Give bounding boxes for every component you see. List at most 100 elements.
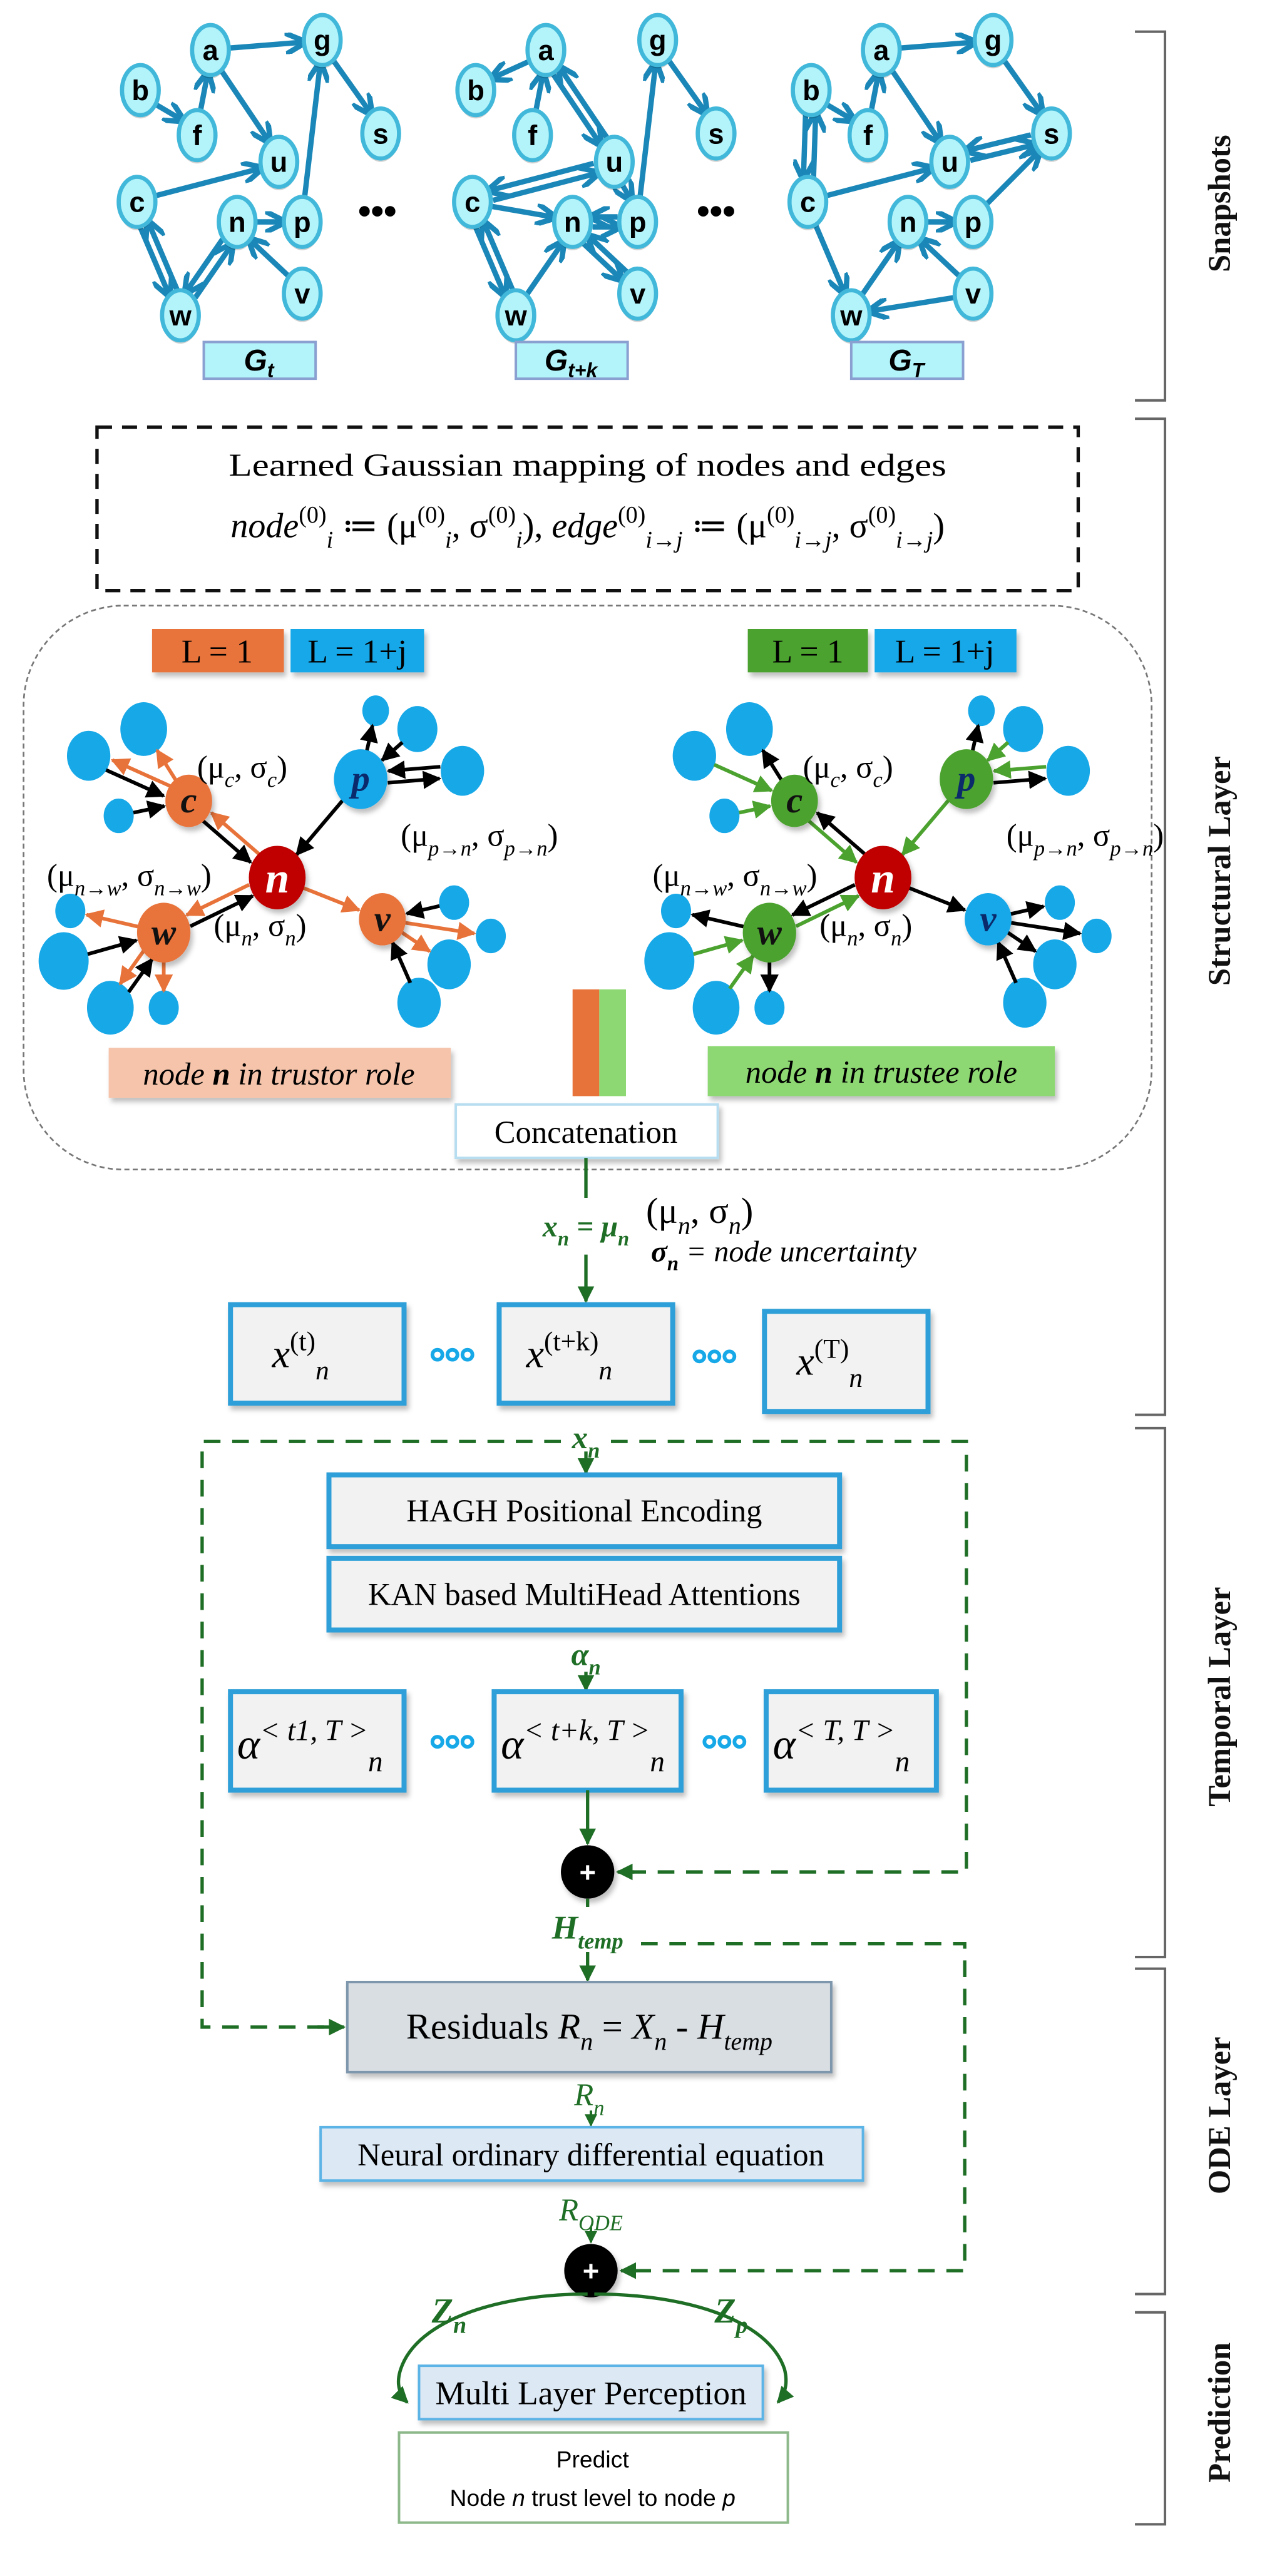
zp-arc [594, 2292, 794, 2404]
embedding-label: x(t)n [272, 1327, 329, 1386]
concatenation-label: Concatenation [495, 1115, 677, 1150]
neighbor-node [427, 939, 471, 989]
mlp-label: Multi Layer Perception [435, 2374, 746, 2411]
graph-node-a [525, 23, 567, 78]
text-run: n [815, 1055, 833, 1090]
text-run: σ [651, 1235, 668, 1268]
text-run: node [746, 1055, 815, 1090]
text-run: = μ [569, 1210, 618, 1243]
temporal-skip-frame [200, 1439, 968, 2029]
edge-a-b [493, 59, 530, 78]
attention-weight-label: α< t+k, T >n [501, 1715, 665, 1779]
legend-l1: L = 1 [182, 632, 253, 670]
text-run: x [796, 1339, 814, 1384]
edge-c-u [826, 168, 930, 198]
edge-w-c [485, 223, 516, 293]
edge-a-u [550, 71, 600, 143]
neighbor-node [120, 702, 167, 756]
edge-c-c1 [761, 749, 784, 782]
hub-label: n [871, 854, 895, 902]
edge-n-v [302, 886, 361, 913]
text-run: α [237, 1720, 261, 1768]
text-run: c [831, 768, 840, 792]
edge-v-v2 [405, 921, 476, 940]
node-label: n [900, 207, 917, 238]
text-run: p→n [1032, 837, 1077, 861]
neighbor-node [66, 730, 111, 781]
node-label: c [464, 187, 480, 218]
node-label: s [373, 118, 389, 150]
text-run: n [242, 927, 252, 951]
predict-line1: Predict [556, 2446, 630, 2473]
text-run: p [722, 2485, 736, 2511]
edge-b-f [155, 105, 182, 120]
text-run: (μ [214, 908, 242, 943]
edge-p2-p [380, 740, 404, 762]
htemp-label: Htemp [551, 1909, 623, 1954]
gaussian-label-n_w: (μn→w, σn→w) [47, 858, 212, 901]
text-run: n [593, 2096, 604, 2120]
edge-n-c [210, 811, 261, 856]
text-run: (0) [868, 502, 896, 528]
gaussian-label-p_n: (μp→n, σp→n) [401, 818, 558, 861]
bracket-temporal [1135, 1426, 1167, 1958]
node-label: g [649, 24, 667, 56]
ellipsis-dot [445, 1735, 459, 1749]
edge-c-b [814, 115, 816, 179]
sum-node-temporal [561, 1845, 615, 1899]
neighbor-node [644, 932, 695, 990]
node-label: c [800, 187, 816, 218]
text-run: (μ [1007, 818, 1034, 853]
text-run: (μ [646, 1190, 678, 1231]
text-run: (0) [488, 502, 516, 528]
predict-line2: Node n trust level to node p [450, 2485, 736, 2511]
edge-f-a [536, 74, 543, 113]
rn-label: Rn [573, 2077, 604, 2120]
neighbor-node [1033, 939, 1077, 989]
text-run: n [598, 1356, 612, 1386]
node-label: v [294, 278, 310, 310]
text-run: , σ [452, 506, 488, 545]
legend-l1j: L = 1+j [895, 632, 995, 670]
attention-weight-label: α< T, T >n [773, 1715, 910, 1779]
hub-node-c [165, 774, 212, 827]
text-run: n→w [680, 877, 727, 901]
edge-c-c2 [110, 758, 171, 788]
text-run: p→n [503, 837, 548, 861]
edge-w-n [795, 894, 861, 928]
text-run: n [285, 927, 295, 951]
hub-label: w [757, 912, 782, 953]
text-run: (μ [819, 908, 847, 943]
node-label: p [965, 207, 982, 238]
text-run: node [143, 1056, 212, 1091]
text-run: (μ [803, 749, 831, 784]
gaussian-mapping-box [95, 425, 1080, 593]
text-run: n→w [760, 877, 807, 901]
ellipsis-dot [707, 1349, 722, 1364]
text-run: , σ [727, 858, 760, 893]
text-run: x [572, 1420, 588, 1455]
text-run: , σ [471, 818, 505, 853]
neighbor-node [660, 893, 691, 929]
text-run: n→w [154, 877, 201, 901]
neighbor-node [441, 745, 485, 796]
neural-ode-box [319, 2125, 864, 2182]
text-run: = node uncertainty [679, 1235, 917, 1268]
text-run: , σ [858, 908, 891, 943]
trustor-caption: node n in trustor role [143, 1056, 414, 1091]
text-run: (0) [418, 502, 445, 528]
text-run: n [891, 927, 901, 951]
ellipsis-dot [692, 1349, 707, 1364]
layer-label-structural: Structural Layer [1202, 756, 1237, 986]
neighbor-node [397, 706, 438, 752]
text-run: , σ [840, 749, 873, 784]
layer-label-prediction: Prediction [1202, 2343, 1237, 2483]
text-run: H [697, 2006, 726, 2047]
concatenation-box [454, 1103, 719, 1160]
bracket-structural [1135, 417, 1167, 1416]
text-run: edge [551, 506, 618, 545]
node-label: u [941, 146, 958, 178]
ellipsis-dot [460, 1347, 474, 1362]
